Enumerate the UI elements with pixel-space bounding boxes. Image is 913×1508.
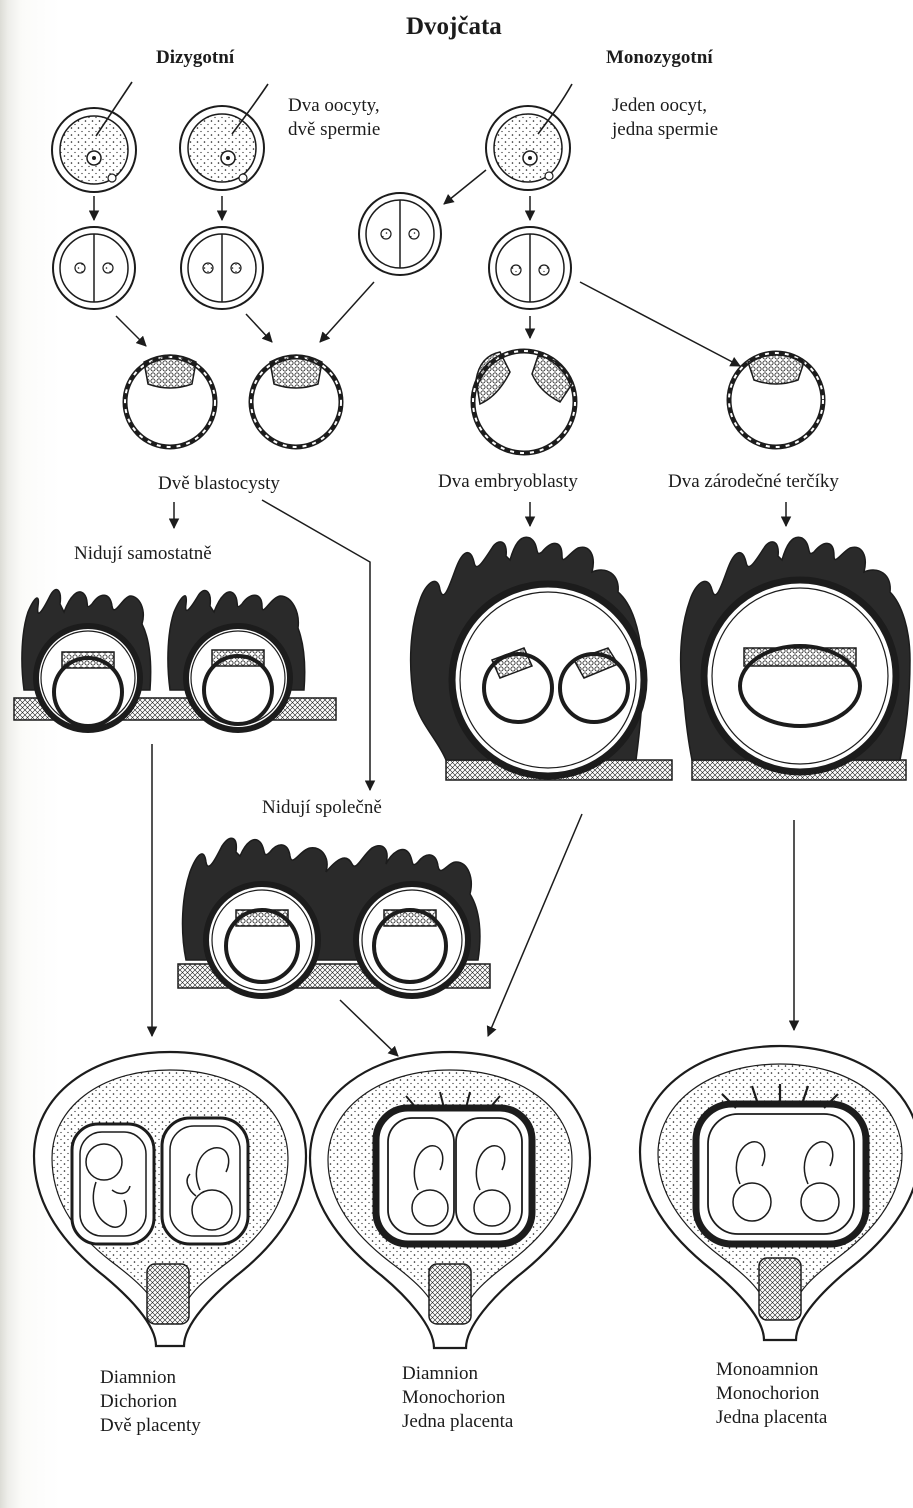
note-line: Jeden oocyt,	[612, 94, 718, 118]
outcome-line: Diamnion	[402, 1362, 513, 1386]
outcome-line: Jedna placenta	[716, 1406, 827, 1430]
outcome-3: Monoamnion Monochorion Jedna placenta	[716, 1358, 827, 1430]
label-implant-separately: Nidují samostatně	[74, 544, 212, 563]
outcome-1: Diamnion Dichorion Dvě placenty	[100, 1366, 201, 1438]
blastocyst-3	[473, 351, 575, 453]
two-cell-4	[489, 227, 571, 309]
implantation-two-embryoblasts	[411, 537, 672, 780]
outcome-line: Monochorion	[402, 1386, 513, 1410]
blastocyst-1	[125, 355, 215, 447]
implantation-two-germ-discs	[681, 537, 910, 780]
blastocyst-4	[729, 353, 823, 447]
uterus-monoamniotic	[640, 1046, 913, 1340]
outcome-2: Diamnion Monochorion Jedna placenta	[402, 1362, 513, 1434]
outcome-line: Diamnion	[100, 1366, 201, 1390]
zygote-1	[52, 82, 136, 192]
dizygotic-note: Dva oocyty, dvě spermie	[288, 94, 380, 142]
label-two-blastocysts: Dvě blastocysty	[158, 474, 280, 493]
heading-monozygotic: Monozygotní	[606, 48, 713, 67]
implantation-together	[178, 838, 490, 996]
note-line: jedna spermie	[612, 118, 718, 142]
label-implant-together: Nidují společně	[262, 798, 382, 817]
zygote-3	[486, 84, 572, 190]
note-line: dvě spermie	[288, 118, 380, 142]
heading-dizygotic: Dizygotní	[156, 48, 234, 67]
uterus-monochorionic-diamniotic	[310, 1052, 590, 1348]
outcome-line: Dvě placenty	[100, 1414, 201, 1438]
note-line: Dva oocyty,	[288, 94, 380, 118]
label-two-embryoblasts: Dva embryoblasty	[438, 472, 578, 491]
blastocyst-2	[251, 355, 341, 447]
two-cell-3	[359, 193, 441, 275]
monozygotic-note: Jeden oocyt, jedna spermie	[612, 94, 718, 142]
implantation-separate	[14, 590, 336, 730]
outcome-line: Monochorion	[716, 1382, 827, 1406]
zygote-2	[180, 84, 268, 190]
outcome-line: Dichorion	[100, 1390, 201, 1414]
outcome-line: Monoamnion	[716, 1358, 827, 1382]
two-cell-1	[53, 227, 135, 309]
outcome-line: Jedna placenta	[402, 1410, 513, 1434]
uterus-dichorionic	[34, 1052, 306, 1346]
two-cell-2	[181, 227, 263, 309]
label-two-germ-discs: Dva zárodečné terčíky	[668, 472, 839, 491]
diagram-title: Dvojčata	[406, 14, 502, 39]
